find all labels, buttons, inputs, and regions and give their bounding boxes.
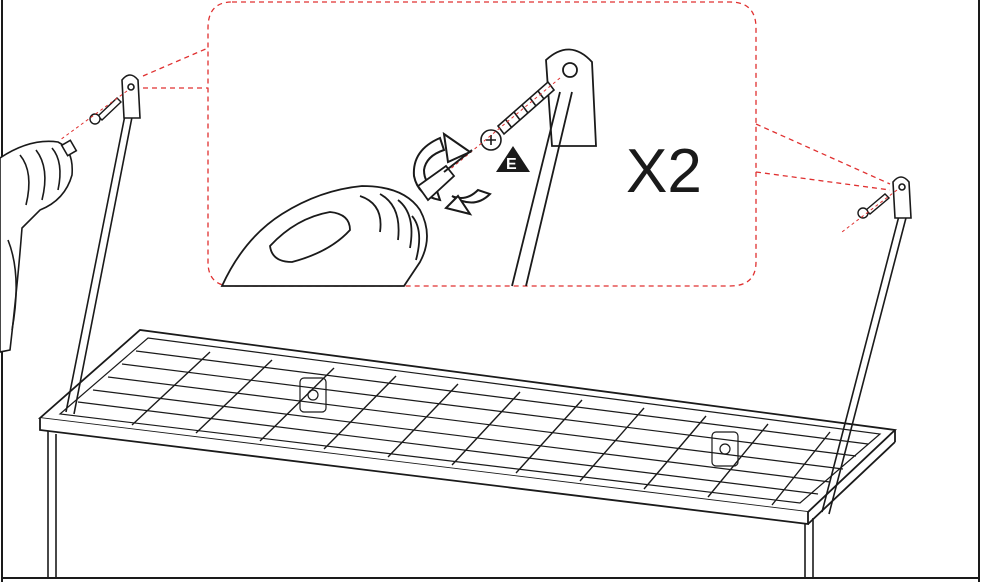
screw-icon xyxy=(480,80,556,151)
screw-icon xyxy=(857,193,891,219)
screw-icon xyxy=(89,97,123,125)
wall-bracket-icon xyxy=(121,74,141,119)
right-support-wire xyxy=(821,211,908,515)
part-tag: E xyxy=(496,146,530,173)
support-wire-detail xyxy=(511,91,573,287)
wall-bracket-icon xyxy=(892,176,912,219)
wire-shelf xyxy=(37,329,897,526)
drill-icon xyxy=(220,149,473,287)
screw-path-guide xyxy=(429,77,561,187)
part-tag-label: E xyxy=(506,156,517,173)
cabinet-body xyxy=(47,430,814,578)
callout-detail: E X2 xyxy=(220,48,702,287)
left-support-wire xyxy=(65,109,134,415)
detail-callout-frame xyxy=(142,1,891,287)
quantity-label: X2 xyxy=(626,137,702,206)
drill-icon xyxy=(0,139,78,353)
screw-path-guide xyxy=(59,90,128,141)
